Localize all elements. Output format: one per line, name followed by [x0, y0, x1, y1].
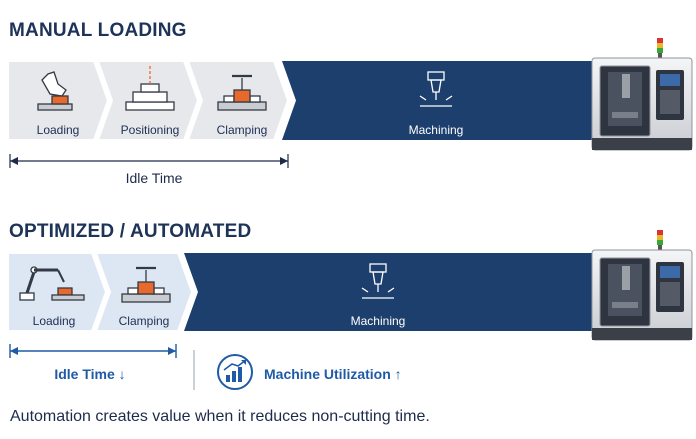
manual-idle-arrow — [9, 154, 289, 168]
manual-idle-time-label: Idle Time — [125, 170, 183, 186]
manual-loading-title: MANUAL LOADING — [9, 20, 187, 41]
robot-arm-icon — [19, 266, 85, 301]
hand-loading-icon — [37, 71, 73, 111]
cnc-machine-icon — [591, 230, 693, 341]
automated-idle-arrow — [9, 344, 177, 358]
automated-machining-bar — [184, 253, 598, 331]
manual-machining-label: Machining — [408, 123, 464, 137]
machine-utilization-label: Machine Utilization ↑ — [264, 366, 402, 382]
manual-step-label: Clamping — [216, 123, 268, 137]
automated-process-row — [7, 252, 598, 332]
automated-title: OPTIMIZED / AUTOMATED — [9, 221, 252, 242]
cnc-spindle-icon — [361, 263, 395, 299]
manual-step-label: Loading — [36, 123, 80, 137]
clamp-icon — [217, 74, 267, 111]
manual-process-row — [7, 60, 600, 141]
positioning-icon — [125, 66, 175, 111]
automated-machining-label: Machining — [350, 314, 406, 328]
manual-step-label: Positioning — [120, 123, 180, 137]
cnc-machine-icon — [591, 38, 693, 151]
chart-up-icon — [217, 354, 253, 390]
footer-caption: Automation creates value when it reduces… — [10, 408, 430, 425]
automated-step-label: Clamping — [118, 314, 170, 328]
cnc-spindle-icon — [419, 71, 453, 107]
automated-step-label: Loading — [32, 314, 76, 328]
automated-idle-time-label: Idle Time ↓ — [54, 366, 126, 382]
manual-machining-bar — [282, 61, 600, 140]
clamp-icon — [121, 266, 171, 303]
